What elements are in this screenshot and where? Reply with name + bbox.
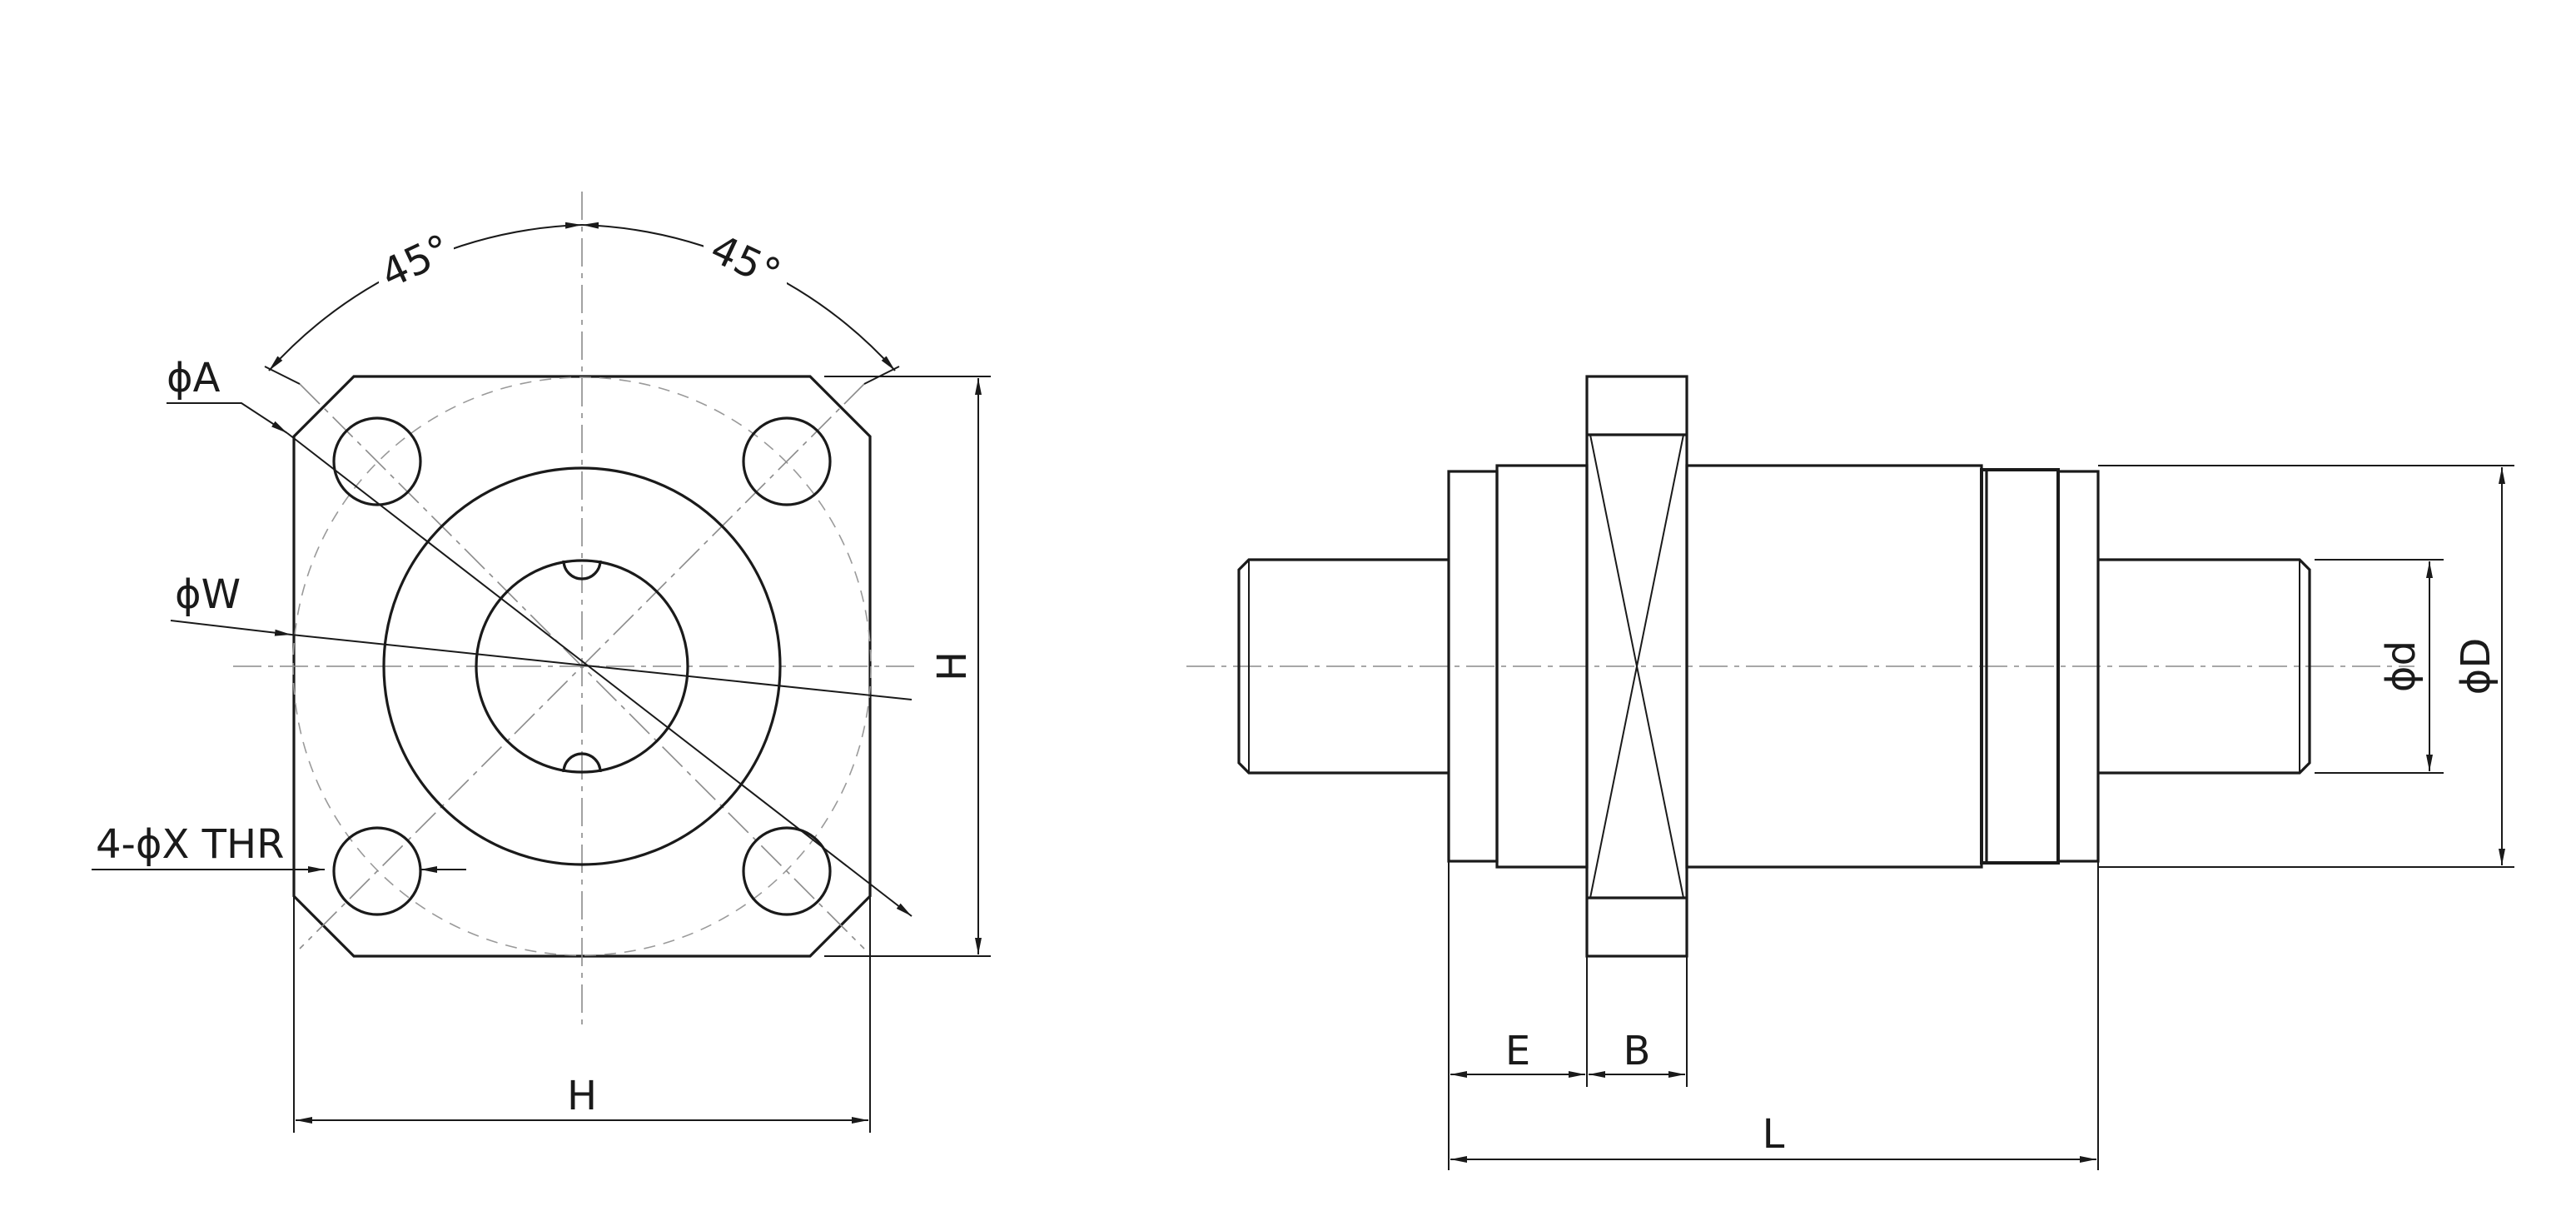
length-l-label: L xyxy=(1763,1111,1785,1158)
phi-w-leader xyxy=(170,620,292,636)
length-e-label: E xyxy=(1505,1028,1530,1074)
center-line-diagonal-2 xyxy=(299,383,865,949)
phi-a-diameter-line xyxy=(286,432,913,917)
flange-cross-2 xyxy=(1589,434,1684,899)
outer-body-circle xyxy=(382,466,782,866)
bore-circle xyxy=(475,559,689,774)
phi-d-small-label: ϕd xyxy=(2378,640,2424,692)
angle-label-mask-left xyxy=(379,225,454,292)
flange-outline xyxy=(292,375,872,958)
left-shaft xyxy=(1237,558,1449,775)
angle-label-mask-right xyxy=(704,225,787,292)
side-view: ϕd ϕD E B L xyxy=(1186,375,2514,1170)
front-view: 45° 45° ϕA ϕW 4-ϕX THR H H xyxy=(92,192,991,1133)
phi-w-diameter-line xyxy=(291,634,913,700)
phi-a-label: ϕA xyxy=(167,355,221,401)
right-ring-2 xyxy=(2056,470,2100,863)
width-label: H xyxy=(567,1073,597,1119)
notch-top xyxy=(562,560,602,581)
mounting-hole-top-right xyxy=(742,416,832,506)
mounting-hole-bottom-right xyxy=(742,826,832,916)
notch-bottom xyxy=(562,752,602,773)
holes-label: 4-ϕX THR xyxy=(96,821,284,868)
mounting-hole-top-left xyxy=(332,416,422,506)
phi-w-label: ϕW xyxy=(175,571,241,618)
angle-ext-left xyxy=(264,366,301,385)
length-b-label: B xyxy=(1624,1028,1651,1074)
height-label: H xyxy=(929,651,976,681)
angle-ext-right xyxy=(863,366,900,385)
phi-a-leader xyxy=(167,402,288,434)
right-shaft xyxy=(2098,558,2311,775)
phi-d-large-label: ϕD xyxy=(2453,638,2499,695)
